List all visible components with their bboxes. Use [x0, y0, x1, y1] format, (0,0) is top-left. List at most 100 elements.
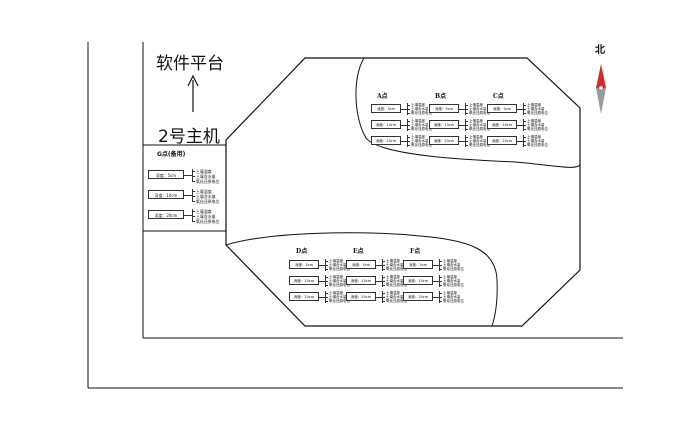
- sensor-item-label: 土壤含水量: [329, 278, 347, 283]
- connector-line: [517, 140, 523, 142]
- bracket-tick: [523, 145, 526, 147]
- bracket-tick: [465, 113, 468, 115]
- sensor-item-label: 土壤温度: [329, 258, 343, 263]
- depth-box: 深度：20cm: [371, 136, 401, 145]
- bracket-tick: [523, 129, 526, 131]
- connector-line: [184, 214, 192, 216]
- sensor-item-label: 土壤温度: [469, 118, 483, 123]
- bracket-line: [523, 102, 524, 115]
- depth-box: 深度：5cm: [487, 104, 517, 113]
- bracket-line: [523, 118, 524, 131]
- sensor-item-label: 土壤含水量: [386, 278, 404, 283]
- depth-box: 深度：5cm: [429, 104, 459, 113]
- sensor-item-label: 土壤含水量: [469, 122, 487, 127]
- depth-box: 深度：10cm: [429, 120, 459, 129]
- compass-pivot-icon: [598, 85, 604, 91]
- sensor-item-label: 氧化还原电位: [329, 299, 350, 304]
- depth-box: 深度：20cm: [346, 292, 376, 301]
- bracket-line: [407, 102, 408, 115]
- sensor-item-label: 土壤温度: [443, 290, 457, 295]
- bracket-tick: [192, 190, 195, 192]
- bracket-tick: [465, 108, 468, 110]
- depth-box: 深度：5cm: [346, 260, 376, 269]
- depth-box: 深度：5cm: [403, 260, 433, 269]
- depth-box: 深度：10cm: [289, 276, 319, 285]
- bracket-tick: [439, 285, 442, 287]
- depth-box: 深度：10cm: [487, 120, 517, 129]
- sensor-item-label: 氧化还原电位: [386, 299, 407, 304]
- depth-box: 深度：10cm: [371, 120, 401, 129]
- point-title: D点: [296, 248, 308, 255]
- bracket-tick: [192, 210, 195, 212]
- bracket-tick: [192, 200, 195, 202]
- sensor-item-label: 氧化还原电位: [386, 283, 407, 288]
- connector-line: [376, 296, 382, 298]
- sensor-item-label: 氧化还原电位: [469, 111, 490, 116]
- bracket-tick: [382, 260, 385, 262]
- depth-box: 深度：5cm: [371, 104, 401, 113]
- sensor-item-label: 土壤温度: [411, 118, 425, 123]
- g-point-title: G点(备用): [157, 151, 186, 158]
- upper-zone-boundary: [355, 57, 581, 168]
- bracket-tick: [325, 301, 328, 303]
- bracket-tick: [465, 124, 468, 126]
- bracket-tick: [382, 301, 385, 303]
- bracket-tick: [465, 104, 468, 106]
- sensor-item-label: 氧化还原电位: [527, 143, 548, 148]
- bracket-tick: [439, 292, 442, 294]
- sensor-item-label: 土壤含水量: [196, 193, 216, 199]
- sensor-item-label: 土壤含水量: [386, 294, 404, 299]
- bracket-line: [192, 168, 193, 181]
- sensor-item-label: 氧化还原电位: [329, 283, 350, 288]
- lower-zone-boundary: [225, 232, 498, 327]
- bracket-tick: [407, 145, 410, 147]
- bracket-line: [465, 102, 466, 115]
- bracket-tick: [439, 264, 442, 266]
- bracket-line: [465, 118, 466, 131]
- sensor-item-label: 土壤含水量: [443, 262, 461, 267]
- bracket-tick: [523, 120, 526, 122]
- sensor-item-label: 土壤温度: [411, 102, 425, 107]
- depth-box: 深度：10cm: [346, 276, 376, 285]
- bracket-line: [465, 134, 466, 147]
- bracket-tick: [192, 220, 195, 222]
- bracket-tick: [439, 260, 442, 262]
- sensor-item-label: 土壤温度: [411, 134, 425, 139]
- depth-box: 深度：20cm: [429, 136, 459, 145]
- connector-line: [319, 264, 325, 266]
- bracket-tick: [407, 136, 410, 138]
- connector-line: [433, 296, 439, 298]
- bracket-tick: [523, 108, 526, 110]
- bracket-tick: [325, 276, 328, 278]
- bracket-tick: [325, 292, 328, 294]
- point-title: A点: [377, 93, 388, 100]
- sensor-item-label: 氧化还原电位: [196, 198, 220, 204]
- sensor-item-label: 土壤含水量: [329, 262, 347, 267]
- bracket-tick: [465, 136, 468, 138]
- depth-box: 深度：20cm: [289, 292, 319, 301]
- bracket-line: [325, 258, 326, 271]
- bracket-line: [382, 290, 383, 303]
- bracket-tick: [465, 120, 468, 122]
- connector-line: [517, 124, 523, 126]
- depth-box: 深度：5cm: [148, 170, 184, 179]
- bracket-tick: [325, 285, 328, 287]
- connector-line: [376, 280, 382, 282]
- bracket-tick: [192, 170, 195, 172]
- sensor-item-label: 氧化还原电位: [411, 111, 432, 116]
- sensor-item-label: 氧化还原电位: [469, 143, 490, 148]
- sensor-item-label: 土壤温度: [386, 258, 400, 263]
- sensor-item-label: 土壤温度: [443, 274, 457, 279]
- bracket-tick: [439, 280, 442, 282]
- connector-line: [433, 264, 439, 266]
- bracket-line: [325, 274, 326, 287]
- sensor-item-label: 土壤含水量: [386, 262, 404, 267]
- depth-box: 深度：20cm: [403, 292, 433, 301]
- bracket-tick: [382, 296, 385, 298]
- bracket-tick: [439, 269, 442, 271]
- connector-line: [184, 174, 192, 176]
- point-title: C点: [493, 93, 504, 100]
- connector-line: [401, 140, 407, 142]
- connector-line: [319, 296, 325, 298]
